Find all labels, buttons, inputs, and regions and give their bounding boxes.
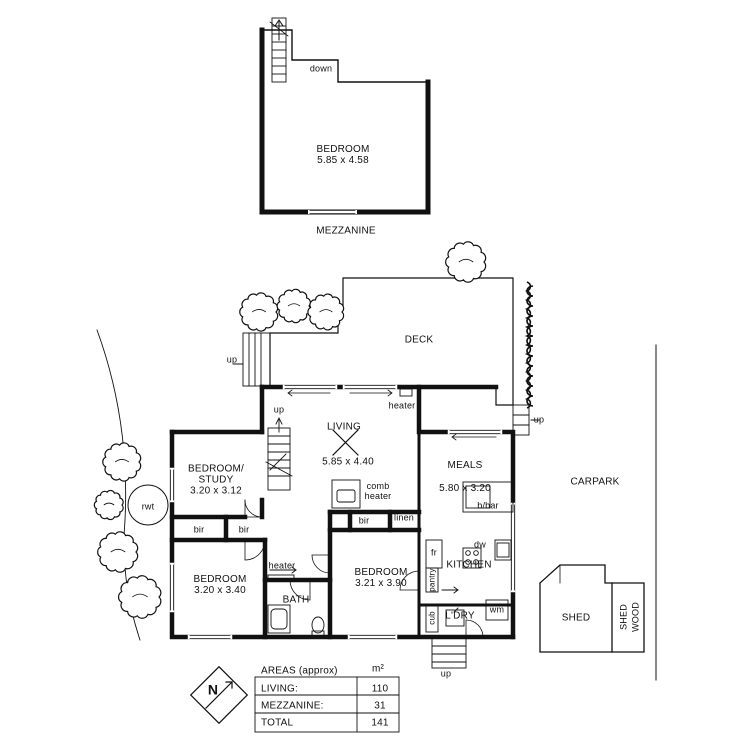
compass-rose xyxy=(189,665,249,725)
tree-icon xyxy=(102,442,142,482)
bir-bed-label: bir xyxy=(238,524,250,535)
room-size: 3.20 x 3.12 xyxy=(190,485,242,497)
room-name: BEDROOM xyxy=(193,574,247,585)
carpark-label: CARPARK xyxy=(570,476,620,488)
up-label-stair: up xyxy=(273,404,285,415)
areas-title: AREAS (approx) xyxy=(261,665,338,677)
tree-detail xyxy=(114,459,130,463)
bbar-label: b/bar xyxy=(477,500,499,511)
bedroom-mid-label: BEDROOM 3.21 x 3.90 xyxy=(354,567,407,589)
areas-row-label-living: LIVING: xyxy=(261,683,298,695)
mezzanine-bedroom-label: BEDROOM 5.85 x 4.58 xyxy=(316,144,369,166)
up-label-deck: up xyxy=(226,354,238,365)
tree-detail xyxy=(287,303,301,307)
room-size: 3.21 x 3.90 xyxy=(355,578,407,589)
deck-label: DECK xyxy=(404,334,434,346)
room-name: BEDROOM xyxy=(354,567,408,578)
windows xyxy=(169,384,516,640)
tree-icon xyxy=(93,489,124,521)
laundry-label: L'DRY xyxy=(445,610,475,622)
mezzanine-plan xyxy=(259,17,431,215)
tree-detail xyxy=(132,593,148,598)
rainwater-tank xyxy=(127,484,169,526)
areas-row-label-total: TOTAL xyxy=(261,717,294,729)
bedroom-study-label: BEDROOM/ STUDY 3.20 x 3.12 xyxy=(188,464,244,497)
comb-heater-label: comb heater xyxy=(364,481,392,501)
room-name: MEALS xyxy=(447,460,483,471)
room-name-2: STUDY xyxy=(198,474,234,486)
shed-outline xyxy=(539,564,645,653)
tree-detail xyxy=(251,309,267,313)
mezzanine-caption: MEZZANINE xyxy=(316,225,376,237)
room-size: 5.85 x 4.58 xyxy=(317,155,369,166)
areas-table-grid xyxy=(254,676,400,733)
tree-icon xyxy=(445,241,487,283)
bir-study-label: bir xyxy=(193,524,205,535)
bir-mid-label: bir xyxy=(358,515,370,526)
doors xyxy=(244,499,484,638)
mezzanine-stair xyxy=(269,17,289,83)
areas-row-value-mezzanine: 31 xyxy=(374,700,386,712)
bath-label: BATH xyxy=(282,594,310,606)
wood-shed-label: SHED xyxy=(618,604,629,630)
heater-living-label: heater xyxy=(388,400,416,411)
meals-label: MEALS 5.80 x 3.20 xyxy=(439,460,491,494)
tree-icon xyxy=(307,293,345,331)
room-size: 5.80 x 3.20 xyxy=(439,483,491,494)
dw-label: dw xyxy=(474,539,486,550)
kitchen-label: KITCHEN xyxy=(446,559,492,571)
room-name: BEDROOM/ xyxy=(187,463,245,475)
fr-label: fr xyxy=(431,547,437,558)
tree-detail xyxy=(319,309,333,313)
compass-north-letter: N xyxy=(207,681,219,698)
living-name: LIVING xyxy=(327,421,361,433)
mezzanine-stair-label: down xyxy=(309,63,333,74)
areas-row-label-mezzanine: MEZZANINE: xyxy=(261,700,324,712)
room-name: BEDROOM xyxy=(316,144,370,155)
pantry-label: pantry xyxy=(427,568,437,592)
areas-unit: m² xyxy=(371,663,385,675)
hedge-icon xyxy=(526,285,534,407)
areas-row-value-living: 110 xyxy=(371,683,389,695)
wood-label: WOOD xyxy=(630,602,641,632)
up-label-right: up xyxy=(533,414,545,425)
deck xyxy=(233,277,541,669)
tree-icon xyxy=(276,288,311,324)
trees xyxy=(93,241,534,619)
heater-hall-label: heater xyxy=(268,560,296,571)
fixtures xyxy=(267,388,514,637)
wm-label: wm xyxy=(489,604,505,615)
room-size: 3.20 x 3.40 xyxy=(194,585,246,596)
shed-label: SHED xyxy=(561,612,591,624)
areas-row-value-total: 141 xyxy=(371,717,389,729)
rwt-label: rwt xyxy=(141,501,155,512)
bedroom-sw-label: BEDROOM 3.20 x 3.40 xyxy=(193,574,246,596)
tree-detail xyxy=(103,502,115,506)
tree-detail xyxy=(110,548,126,553)
tree-icon xyxy=(239,292,279,332)
living-size: 5.85 x 4.40 xyxy=(322,456,374,468)
tree-icon xyxy=(97,531,139,573)
tree-detail xyxy=(458,258,474,263)
up-label-bottom: up xyxy=(440,668,452,679)
interior-stair xyxy=(265,416,293,491)
cub-label: cub xyxy=(427,611,437,625)
linen-label: linen xyxy=(393,512,415,523)
tree-icon xyxy=(118,575,162,619)
hedge-icon xyxy=(524,281,532,409)
ceiling-fan xyxy=(332,429,359,456)
